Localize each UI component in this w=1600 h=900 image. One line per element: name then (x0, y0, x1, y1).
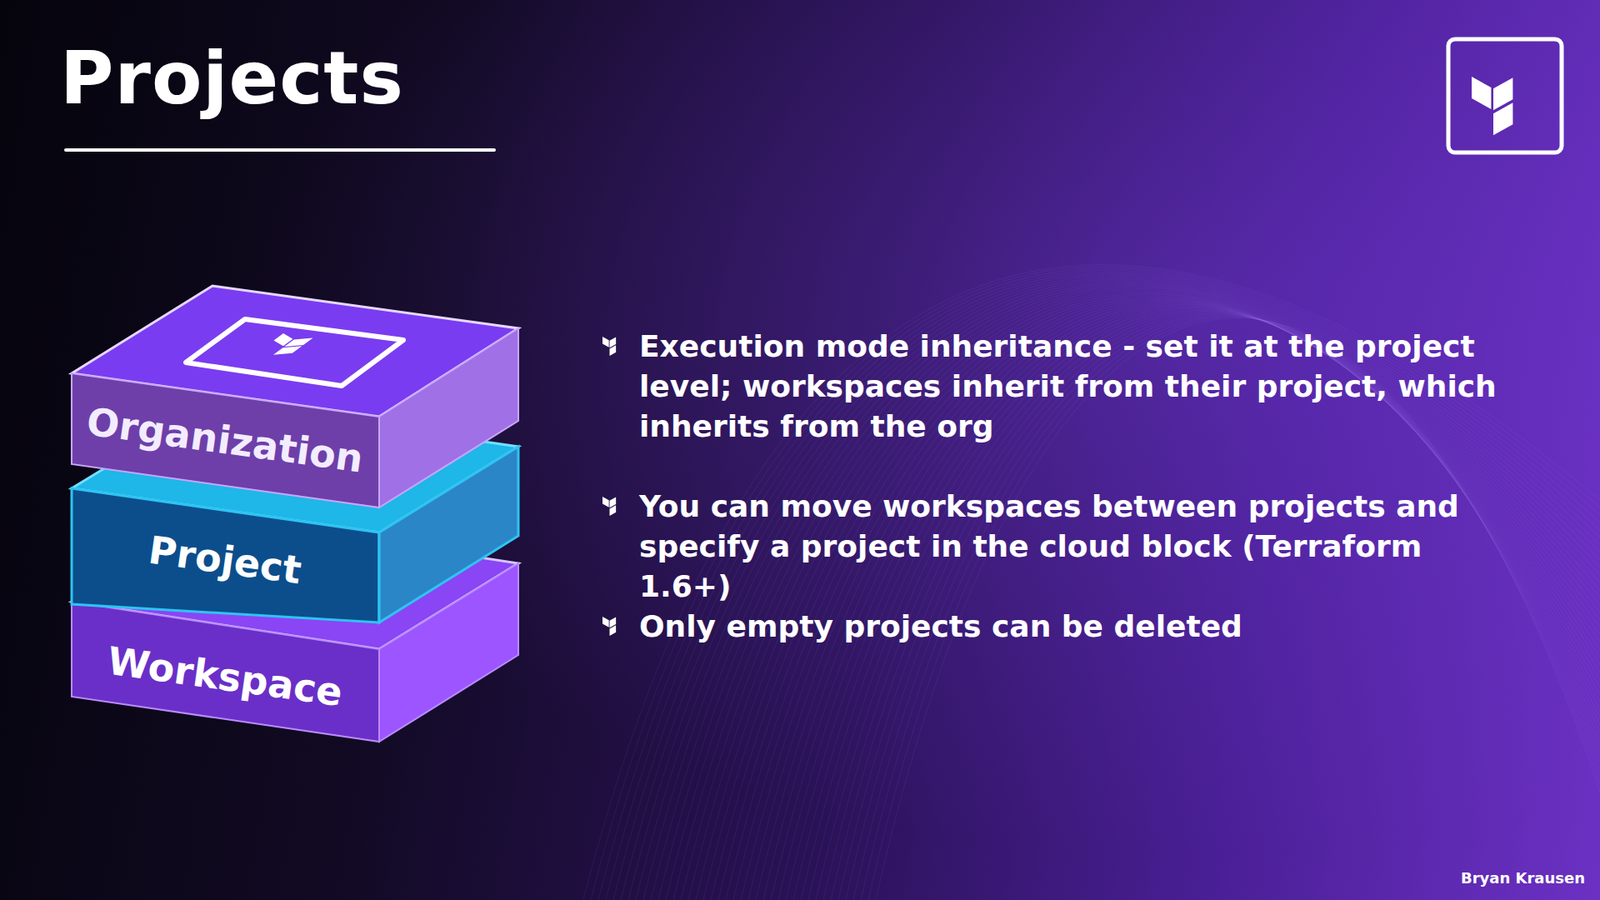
wave-line (868, 316, 1600, 900)
author-credit: Bryan Krausen (1460, 869, 1585, 887)
wave-line (605, 270, 1600, 900)
organization-slab (71, 285, 519, 508)
wave-lines (583, 265, 1600, 900)
logo-frame (1448, 39, 1562, 153)
wave-line (628, 275, 1600, 900)
bullet-icon (602, 616, 616, 636)
layer-label: Project (145, 527, 305, 594)
terraform-logo (1471, 76, 1513, 135)
wave-line (620, 274, 1600, 900)
wave-line (590, 266, 1600, 900)
wave-line (583, 265, 1600, 900)
wave-line (598, 268, 1600, 900)
bullet-icon (602, 336, 616, 356)
bullet-text: You can move workspaces between projects… (639, 486, 1523, 607)
bullet-text: Execution mode inheritance - set it at t… (639, 326, 1523, 447)
wave-line (860, 315, 1600, 900)
wave-line (875, 318, 1600, 900)
wave-line (613, 272, 1600, 900)
wave-line (635, 277, 1600, 900)
title-underline (64, 148, 496, 152)
bullet-text: Only empty projects can be deleted (639, 606, 1523, 647)
slide-title: Projects (60, 35, 405, 121)
bullet-icon (602, 496, 616, 516)
